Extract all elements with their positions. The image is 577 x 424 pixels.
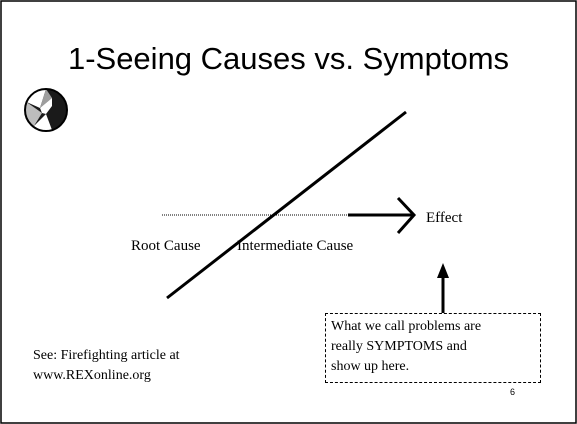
- reference-note-line-1: See: Firefighting article at: [33, 348, 180, 363]
- callout-arrowhead: [437, 263, 449, 278]
- page-number: 6: [510, 387, 516, 397]
- symptoms-callout-box: What we call problems are really SYMPTOM…: [325, 313, 541, 383]
- slide-title: 1-Seeing Causes vs. Symptoms: [67, 41, 510, 76]
- reference-note: See: Firefighting article at www.REXonli…: [33, 346, 180, 386]
- beach-ball-icon: [24, 88, 68, 132]
- callout-line-3: show up here.: [331, 359, 410, 374]
- intermediate-cause-label: Intermediate Cause: [237, 238, 354, 254]
- root-cause-label: Root Cause: [131, 238, 201, 254]
- reference-note-line-2: www.REXonline.org: [33, 368, 151, 383]
- callout-line-1: What we call problems are: [331, 319, 482, 334]
- callout-line-2: really SYMPTOMS and: [331, 339, 467, 354]
- effect-label: Effect: [426, 210, 463, 226]
- effect-arrowhead: [396, 196, 417, 234]
- diagonal-line: [166, 110, 407, 300]
